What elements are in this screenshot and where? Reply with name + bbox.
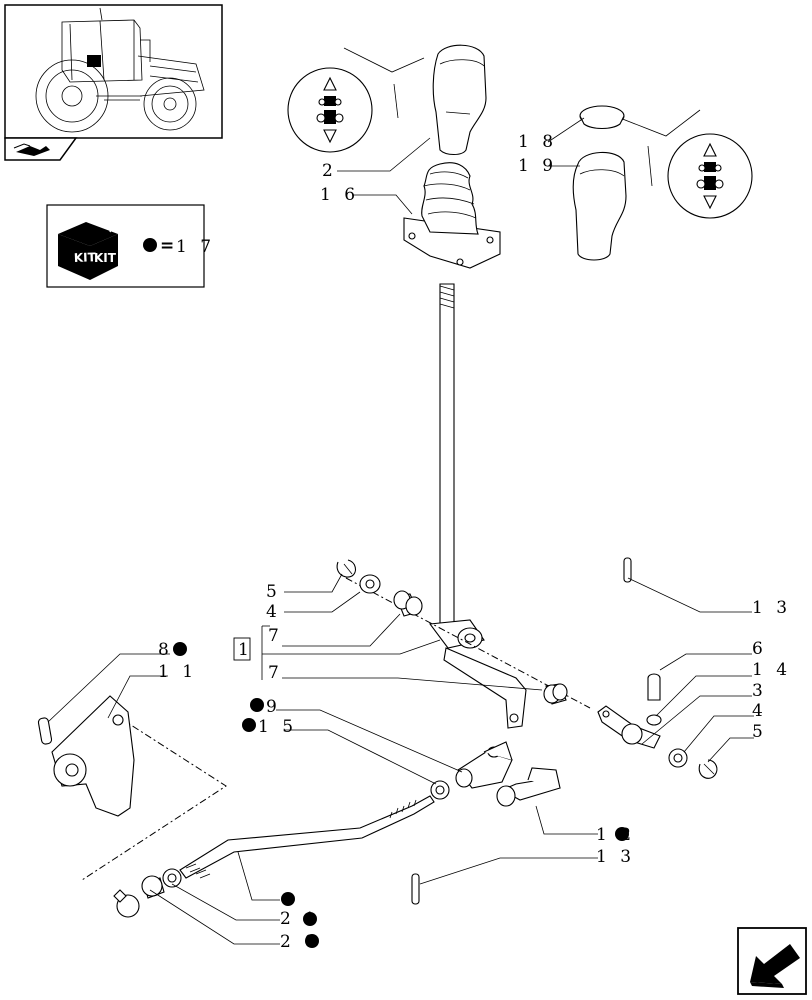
gear-knob-19[interactable] xyxy=(572,151,627,261)
callout-5-right: 5 xyxy=(752,722,767,742)
callout-13-lower: 1 3 xyxy=(596,847,635,867)
callout-3: 3 xyxy=(752,681,767,701)
gear-lever-rod[interactable] xyxy=(428,283,527,729)
kit-label-right: KIT xyxy=(94,251,117,265)
kit-bullet xyxy=(242,718,256,732)
group-nav-icon[interactable] xyxy=(4,137,78,161)
kit-value: 1 7 xyxy=(176,237,215,257)
callout-1: 1 xyxy=(238,640,253,660)
callout-8: 8 xyxy=(158,640,173,660)
callout-4-left: 4 xyxy=(266,602,281,622)
kit-box-icon: KIT KIT xyxy=(58,216,118,280)
gear-lever-boot-16[interactable] xyxy=(403,162,501,269)
ball-joint-21[interactable] xyxy=(113,875,165,918)
gear-knob-2[interactable] xyxy=(432,44,487,156)
kit-bullet xyxy=(305,934,319,948)
callout-16: 1 6 xyxy=(320,185,359,205)
nut-20[interactable] xyxy=(162,868,182,888)
callout-4-right: 4 xyxy=(752,701,767,721)
callout-13-upper: 1 3 xyxy=(752,598,791,618)
knob-cap-18[interactable] xyxy=(579,105,625,130)
kit-bullet xyxy=(303,912,317,926)
callout-2: 2 xyxy=(322,161,337,181)
washer-4-right[interactable] xyxy=(668,748,688,768)
assembly-axis xyxy=(81,717,227,881)
nut-15[interactable] xyxy=(430,780,450,800)
callout-1-box xyxy=(233,637,251,661)
lever-11[interactable] xyxy=(51,695,135,817)
kit-bullet xyxy=(173,642,187,656)
shuttle-direction-icon xyxy=(287,67,373,153)
kit-label-left: KIT xyxy=(74,250,97,265)
callout-5-left: 5 xyxy=(266,582,281,602)
bolt-6[interactable] xyxy=(647,673,661,701)
clip-5-left[interactable] xyxy=(336,559,357,578)
ref-line xyxy=(647,145,653,187)
bushing-7-left[interactable] xyxy=(393,590,423,617)
kit-bullet xyxy=(281,892,295,906)
pin-13-lower[interactable] xyxy=(411,873,420,905)
callout-19: 1 9 xyxy=(518,156,557,176)
kit-equals: = xyxy=(160,236,174,256)
kit-bullet xyxy=(143,238,157,252)
clip-5-right[interactable] xyxy=(698,759,718,779)
tractor-thumbnail[interactable] xyxy=(4,4,223,139)
pin-8[interactable] xyxy=(37,717,53,745)
kit-legend: KIT KIT = 1 7 xyxy=(46,204,215,288)
callout-15: 1 5 xyxy=(258,717,297,737)
kit-bullet xyxy=(615,827,629,841)
callout-labels: 2 1 6 1 8 1 9 5 4 1 7 7 1 3 6 1 4 3 4 5 … xyxy=(158,132,791,952)
callout-6: 6 xyxy=(752,639,767,659)
ref-line xyxy=(393,83,399,119)
callout-18: 1 8 xyxy=(518,132,557,152)
leader-lines xyxy=(47,117,754,945)
shuttle-direction-icon xyxy=(667,133,753,219)
callout-7-lower: 7 xyxy=(268,663,283,683)
washer-14[interactable] xyxy=(646,714,662,726)
pin-13-upper[interactable] xyxy=(623,557,632,583)
shift-cable[interactable] xyxy=(179,795,435,879)
next-page-arrow-icon[interactable] xyxy=(737,927,807,995)
callout-9: 9 xyxy=(266,697,281,717)
clevis-3[interactable] xyxy=(597,705,661,749)
bushing-7-right[interactable] xyxy=(543,683,568,705)
callout-11: 1 1 xyxy=(158,662,197,682)
ref-line xyxy=(619,109,701,137)
callout-14: 1 4 xyxy=(752,660,791,680)
pin-12[interactable] xyxy=(496,767,561,807)
fork-9[interactable] xyxy=(455,741,513,789)
washer-4-left[interactable] xyxy=(359,574,381,594)
kit-bullet xyxy=(250,698,264,712)
ref-line xyxy=(343,47,425,73)
callout-7-upper: 7 xyxy=(268,626,283,646)
